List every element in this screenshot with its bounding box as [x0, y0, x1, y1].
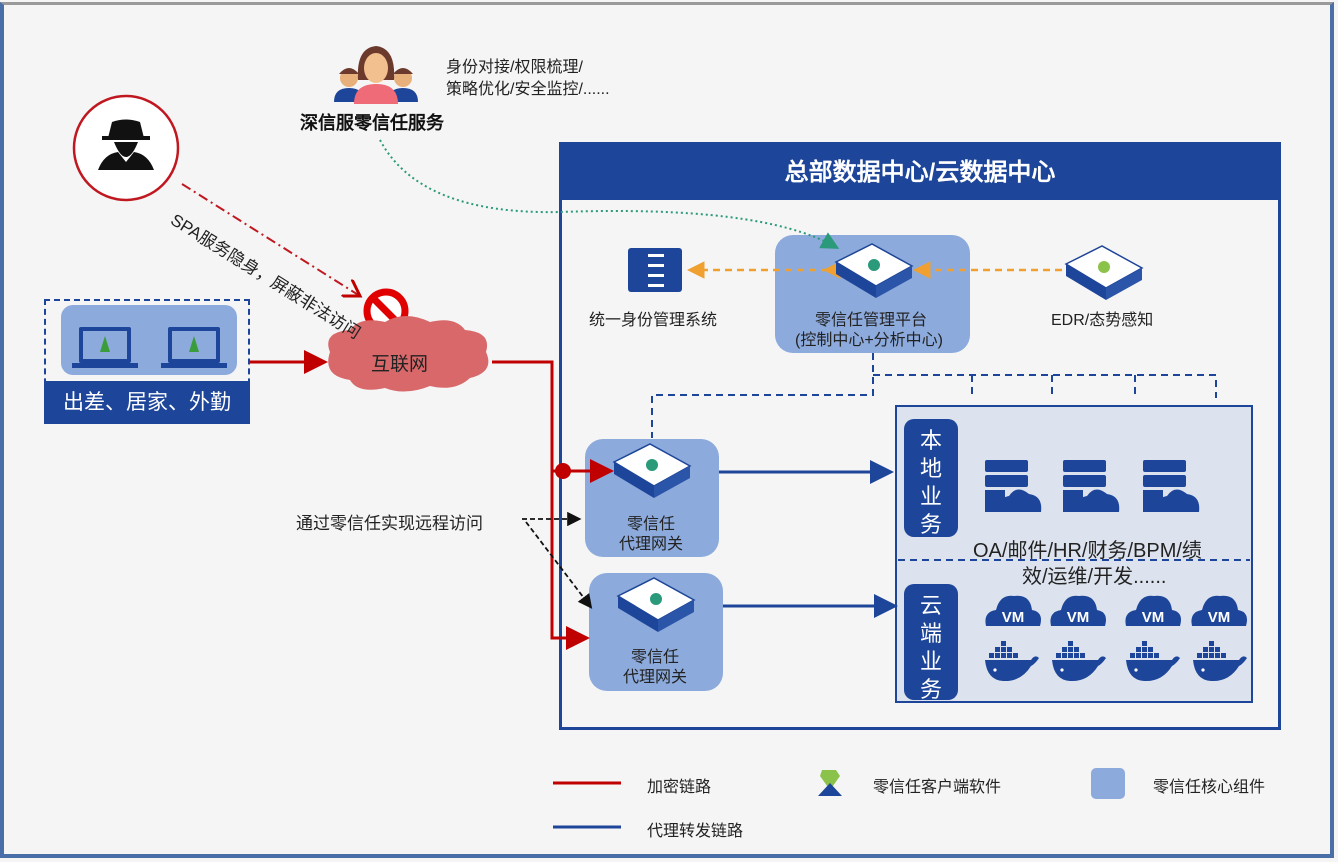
vm-cloud-icon: VM — [1125, 595, 1181, 626]
encrypted-link-2 — [492, 360, 590, 650]
laptop-icon — [161, 327, 227, 368]
mgmt-platform-line1: 零信任管理平台 — [815, 312, 928, 329]
docker-icon — [1052, 641, 1106, 682]
internet-label: 互联网 — [371, 354, 429, 375]
docker-icon — [1126, 641, 1180, 682]
legend-core-label: 零信任核心组件 — [1153, 779, 1266, 796]
note-pointer-2 — [525, 521, 593, 609]
server-icon — [628, 248, 682, 292]
gateway-1-line2: 代理网关 — [619, 536, 684, 553]
svg-text:VM: VM — [1002, 609, 1025, 626]
appliance-icon — [616, 577, 696, 632]
gateway-2-line1: 零信任 — [631, 649, 680, 666]
client-software-icon — [818, 770, 842, 796]
identity-system-label: 统一身份管理系统 — [589, 312, 718, 329]
server-cloud-icon — [1063, 460, 1120, 512]
cloud-business-label: 云端业务 — [904, 584, 958, 702]
attack-path — [181, 183, 360, 296]
laptop-icon — [72, 327, 138, 368]
edr-label: EDR/态势感知 — [1051, 312, 1154, 329]
svg-text:VM: VM — [1142, 609, 1165, 626]
vm-cloud-icon: VM — [985, 595, 1041, 626]
gateway-1-line1: 零信任 — [627, 516, 676, 533]
service-desc-2: 策略优化/安全监控/...... — [446, 81, 610, 98]
legend-client-label: 零信任客户端软件 — [873, 779, 1002, 796]
vm-cloud-icon: VM — [1191, 595, 1247, 626]
svg-text:VM: VM — [1067, 609, 1090, 626]
people-group-icon — [334, 46, 418, 104]
apps-line2: 效/运维/开发...... — [1022, 566, 1167, 588]
gateway-2-line2: 代理网关 — [623, 669, 688, 686]
svg-text:VM: VM — [1208, 609, 1231, 626]
appliance-icon — [834, 243, 914, 298]
remote-users-label: 出差、居家、外勤 — [44, 381, 250, 424]
server-cloud-icon — [985, 460, 1042, 512]
server-cloud-icon — [1143, 460, 1200, 512]
mgmt-platform-line2: (控制中心+分析中心) — [795, 332, 944, 349]
apps-line1: OA/邮件/HR/财务/BPM/绩 — [973, 540, 1202, 562]
cloud-containers — [985, 641, 1247, 682]
vm-cloud-icon: VM — [1050, 595, 1106, 626]
service-title: 深信服零信任服务 — [300, 113, 444, 133]
local-servers — [985, 460, 1200, 512]
appliance-icon — [1064, 245, 1144, 300]
remote-access-note: 通过零信任实现远程访问 — [296, 514, 483, 533]
service-link — [379, 139, 840, 249]
datacenter-title: 总部数据中心/云数据中心 — [562, 145, 1278, 200]
link-junction — [555, 463, 571, 479]
legend-core-swatch — [1091, 768, 1125, 799]
appliance-icon — [612, 443, 692, 498]
control-lines — [651, 353, 1250, 561]
cloud-vms: VM VM VM VM — [985, 595, 1247, 626]
docker-icon — [985, 641, 1039, 682]
hacker-icon — [72, 94, 180, 202]
cloud-icon[interactable] — [328, 316, 489, 392]
docker-icon — [1193, 641, 1247, 682]
legend-proxy-label: 代理转发链路 — [647, 823, 744, 840]
service-desc-1: 身份对接/权限梳理/ — [446, 59, 583, 76]
legend-encrypted-label: 加密链路 — [647, 779, 712, 796]
local-business-label: 本地业务 — [904, 419, 958, 537]
